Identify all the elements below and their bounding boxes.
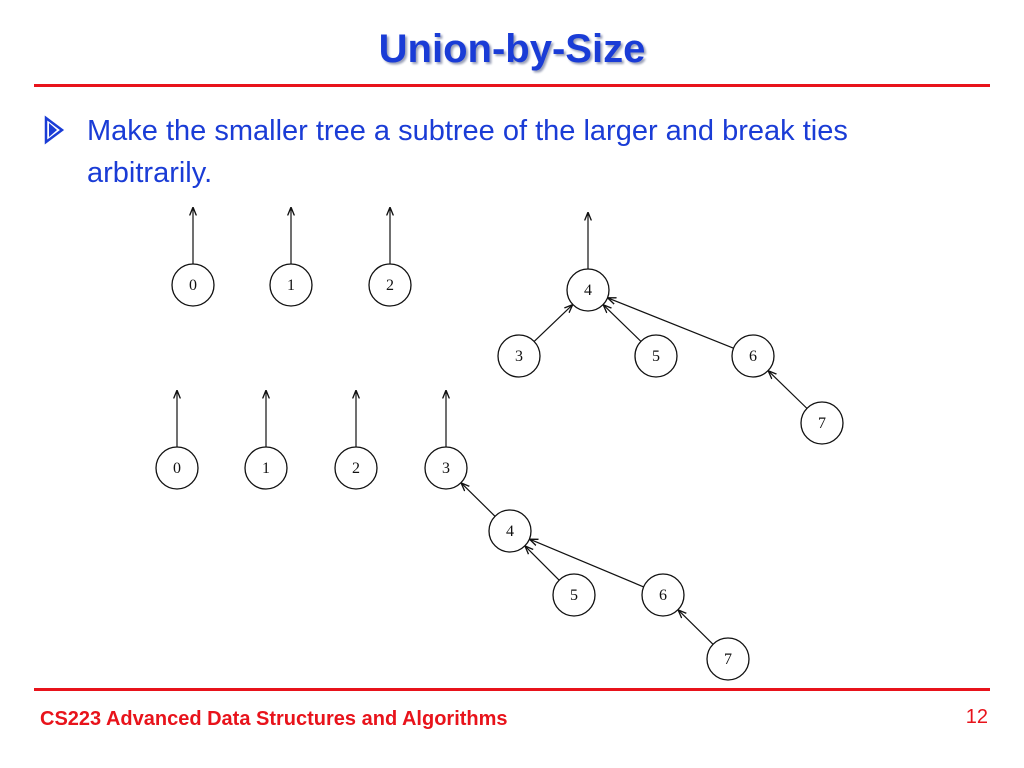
tree-node: 5 <box>552 573 596 617</box>
node-label: 5 <box>570 587 578 604</box>
node-circle <box>800 401 844 445</box>
node-label: 5 <box>652 348 660 365</box>
edge-6-to-4 <box>608 298 734 349</box>
node-label: 0 <box>173 460 181 477</box>
tree-node: 1 <box>244 446 288 490</box>
edge-6-to-4 <box>530 539 644 588</box>
node-label: 2 <box>386 277 394 294</box>
node-label: 2 <box>352 460 360 477</box>
tree-node: 5 <box>634 334 678 378</box>
node-label: 4 <box>506 523 514 540</box>
node-label: 3 <box>442 460 450 477</box>
node-circle <box>731 334 775 378</box>
tree-node: 7 <box>706 637 750 681</box>
node-label: 1 <box>287 277 295 294</box>
tree-node: 0 <box>155 446 199 490</box>
node-label: 6 <box>749 348 757 365</box>
node-circle <box>488 509 532 553</box>
node-label: 4 <box>584 282 592 299</box>
tree-node: 6 <box>641 573 685 617</box>
footer-divider <box>34 688 990 691</box>
node-circle <box>497 334 541 378</box>
node-label: 7 <box>724 651 732 668</box>
node-circle <box>368 263 412 307</box>
page-number: 12 <box>965 706 988 728</box>
node-circle <box>424 446 468 490</box>
node-circle <box>566 268 610 312</box>
node-circle <box>634 334 678 378</box>
edge-7-to-6 <box>679 610 714 645</box>
node-circle <box>171 263 215 307</box>
node-label: 0 <box>189 277 197 294</box>
node-label: 7 <box>818 415 826 432</box>
tree-node: 7 <box>800 401 844 445</box>
footer-course-title: CS223 Advanced Data Structures and Algor… <box>40 708 508 730</box>
edge-5-to-4 <box>526 547 560 581</box>
tree-node: 4 <box>566 268 610 312</box>
node-label: 6 <box>659 587 667 604</box>
node-label: 3 <box>515 348 523 365</box>
node-circle <box>244 446 288 490</box>
node-circle <box>334 446 378 490</box>
slide-title: Union-by-Size <box>378 27 646 71</box>
arrow-bullet-icon <box>44 115 65 145</box>
forest-after-union: 0 1 2 3 4 5 6 7 <box>155 391 750 681</box>
tree-node: 3 <box>497 334 541 378</box>
edge-4-to-3 <box>462 483 496 517</box>
title-divider <box>34 84 990 87</box>
node-label: 1 <box>262 460 270 477</box>
node-circle <box>552 573 596 617</box>
tree-node: 2 <box>334 446 378 490</box>
bullet-text: Make the smaller tree a subtree of the l… <box>87 115 848 189</box>
tree-node: 0 <box>171 263 215 307</box>
tree-node: 1 <box>269 263 313 307</box>
tree-node: 2 <box>368 263 412 307</box>
node-circle <box>641 573 685 617</box>
edge-7-to-6 <box>769 371 808 409</box>
node-circle <box>269 263 313 307</box>
node-circle <box>706 637 750 681</box>
forest-before-union: 0 1 2 3 4 5 6 7 <box>171 208 844 445</box>
node-circle <box>155 446 199 490</box>
edge-5-to-4 <box>604 305 642 342</box>
tree-node: 3 <box>424 446 468 490</box>
edge-3-to-4 <box>533 305 572 342</box>
tree-node: 4 <box>488 509 532 553</box>
tree-node: 6 <box>731 334 775 378</box>
